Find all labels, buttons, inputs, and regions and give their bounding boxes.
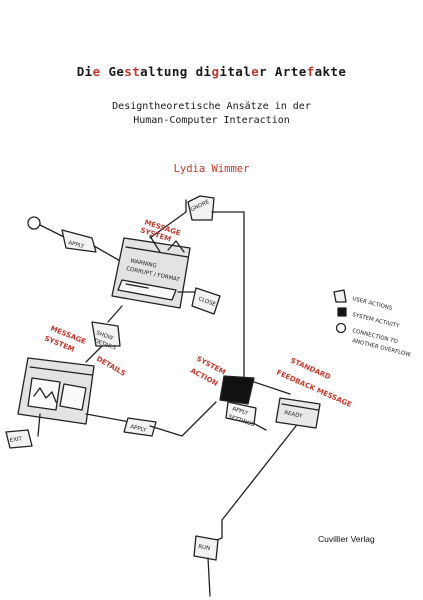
connector-line (207, 557, 211, 597)
system-action-icon (219, 375, 255, 405)
ready-window (275, 397, 321, 429)
legend-user-action-icon (333, 289, 347, 303)
title-part: Di (76, 64, 93, 79)
title-part: st (124, 64, 141, 79)
close-label: CLOSE (197, 296, 216, 308)
legend-system-activity-icon (337, 307, 347, 317)
legend-user-actions: USER ACTIONS (352, 296, 394, 312)
title-part: e (92, 64, 101, 79)
author-name: Lydia Wimmer (173, 163, 250, 175)
connector-line (221, 425, 297, 521)
publisher-name: Cuvillier Verlag (318, 534, 375, 544)
apply-tag (61, 229, 97, 253)
apply-label: APPLY (67, 240, 85, 250)
title-part: altung di (140, 64, 212, 79)
subtitle-line-2: Human-Computer Interaction (133, 115, 290, 126)
show-details-label-1: SHOW (95, 330, 114, 342)
connector-line (85, 413, 131, 423)
apply-settings-label-1: APPLY (231, 406, 249, 417)
end-label: RUN (198, 544, 211, 552)
message-window-top (111, 237, 191, 309)
legend-system-activity: SYSTEM ACTIVITY (352, 312, 401, 330)
title-part: Ge (100, 64, 125, 79)
connector-line (93, 245, 123, 263)
connector-line (107, 305, 123, 323)
exit-tag (5, 429, 33, 449)
show-details-tag (91, 321, 121, 347)
connector-line (37, 413, 41, 437)
legend-connection-icon (335, 322, 347, 334)
apply-label-bottom: APPLY (130, 424, 148, 434)
connector-line (149, 401, 217, 437)
title-part: ital (219, 64, 252, 79)
apply-settings-tag (225, 401, 257, 425)
end-tag (193, 535, 219, 561)
close-tag (191, 287, 221, 315)
title-part: g (211, 64, 220, 79)
book-title: Die Gestaltung digitaler Artefakte (0, 64, 423, 79)
connector-line (149, 211, 187, 239)
ignore-tag (187, 195, 215, 221)
warning-label-1: WARNING (130, 258, 158, 269)
title-part: r Arte (259, 64, 307, 79)
apply-tag-bottom (123, 417, 157, 437)
ready-label: READY (284, 410, 304, 420)
start-node-icon (27, 216, 41, 230)
connector-line (85, 345, 103, 363)
connector-line (253, 381, 291, 395)
title-part: e (251, 64, 260, 79)
title-part: akte (314, 64, 347, 79)
subtitle-line-1: Designtheoretische Ansätze in der (112, 101, 311, 112)
title-part: f (306, 64, 315, 79)
message-window-bottom (17, 357, 95, 425)
exit-label: EXIT (9, 436, 23, 444)
details-label: DETAILS (95, 355, 127, 378)
connector-line (211, 211, 245, 383)
